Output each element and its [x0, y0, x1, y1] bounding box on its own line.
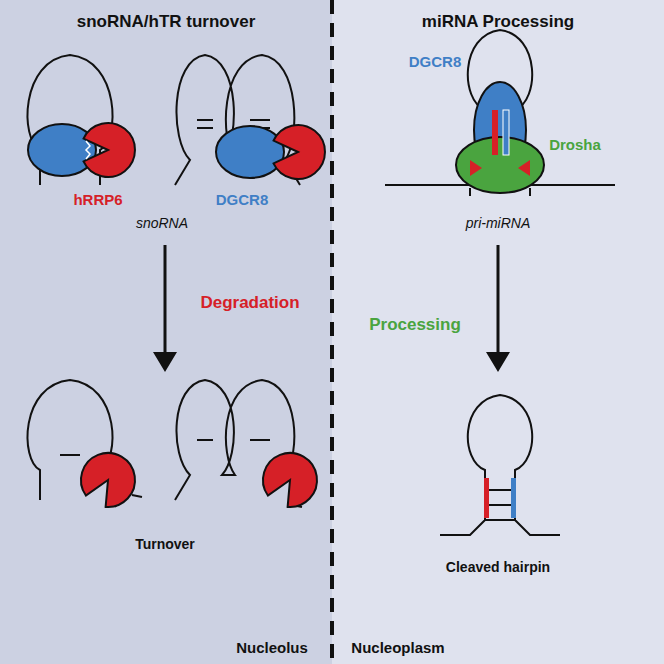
hrrp6-exonuclease: [254, 443, 327, 515]
mirna-strand: [492, 110, 498, 155]
hrrp6-exonuclease: [72, 443, 145, 515]
teeth: [86, 141, 90, 159]
region-label: Nucleoplasm: [351, 640, 444, 657]
protein-label: DGCR8: [216, 192, 269, 209]
dgcr8-protein: [28, 124, 96, 176]
mirna-strand: [484, 478, 489, 518]
nucleoplasm-panel: [332, 0, 664, 664]
nucleolus-panel: [0, 0, 332, 664]
rna-label: snoRNA: [136, 216, 188, 231]
divider: [330, 0, 334, 664]
drosha-protein: [456, 137, 544, 193]
arrowheads: [153, 352, 510, 372]
panel-title: snoRNA/hTR turnover: [77, 13, 256, 32]
hrrp6-exonuclease: [84, 123, 135, 177]
mirna-strand: [503, 110, 509, 155]
process-label: Processing: [369, 316, 461, 335]
protein-label: DGCR8: [409, 54, 462, 71]
outcome-label: Cleaved hairpin: [446, 560, 550, 575]
panel-title: miRNA Processing: [422, 13, 574, 32]
outcome-label: Turnover: [135, 537, 195, 552]
cleavage-sites: [470, 160, 530, 176]
protein-label: hRRP6: [73, 192, 122, 209]
region-label: Nucleolus: [236, 640, 308, 657]
hrrp6-exonuclease: [274, 125, 325, 179]
rna-strands: [28, 30, 615, 535]
rna-label: pri-miRNA: [466, 216, 531, 231]
process-label: Degradation: [200, 294, 299, 313]
mirna-strand: [511, 478, 516, 518]
protein-label: Drosha: [549, 137, 601, 154]
arrows: [165, 245, 498, 355]
dgcr8-protein: [216, 126, 284, 178]
